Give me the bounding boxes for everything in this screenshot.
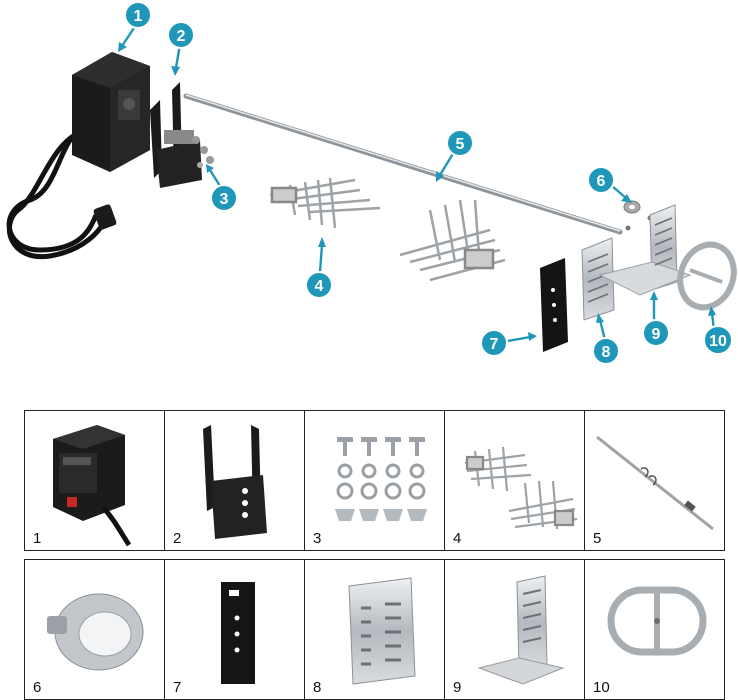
callout-3: 3	[210, 184, 238, 212]
part-label: 2	[173, 530, 182, 547]
svg-text:8: 8	[602, 344, 611, 361]
meat-forks	[269, 177, 506, 282]
part-label: 10	[593, 679, 610, 696]
part-cell-8: 8	[304, 559, 445, 700]
parts-grid: 1 2 3	[24, 410, 725, 700]
rod-support-icon	[477, 575, 565, 685]
motor	[72, 52, 150, 172]
part-cell-9: 9	[444, 559, 585, 700]
callout-8: 8	[592, 337, 620, 365]
rotisserie-handle	[677, 241, 737, 311]
part-label: 5	[593, 530, 602, 547]
svg-text:7: 7	[490, 336, 499, 353]
rod-support	[598, 204, 692, 296]
motor-bracket	[150, 82, 202, 188]
part-cell-4: 4	[444, 410, 585, 551]
part-label: 9	[453, 679, 462, 696]
part-cell-5: 5	[584, 410, 725, 551]
screws-nuts	[192, 136, 214, 168]
callout-6: 6	[587, 166, 615, 194]
part-label: 7	[173, 679, 182, 696]
svg-text:10: 10	[709, 333, 727, 350]
bushing-plate-icon	[348, 577, 416, 685]
motor-icon	[53, 425, 132, 547]
svg-text:2: 2	[177, 28, 186, 45]
callout-7: 7	[480, 329, 508, 357]
forks-icon	[464, 446, 578, 530]
part-label: 3	[313, 530, 322, 547]
svg-text:1: 1	[134, 8, 143, 25]
callout-2: 2	[167, 21, 195, 49]
part-cell-3: 3	[304, 410, 445, 551]
collar	[623, 200, 663, 241]
svg-text:5: 5	[456, 136, 465, 153]
part-label: 1	[33, 530, 42, 547]
svg-text:9: 9	[652, 326, 661, 343]
spit-rod	[183, 93, 623, 235]
collar-icon	[47, 593, 144, 671]
callout-4: 4	[305, 271, 333, 299]
callout-arrows	[118, 27, 716, 343]
part-cell-1: 1	[24, 410, 165, 551]
bushing-plate	[581, 237, 615, 321]
svg-text:4: 4	[315, 278, 324, 295]
part-label: 6	[33, 679, 42, 696]
screws-nuts-icon	[335, 437, 427, 521]
black-plate	[540, 258, 568, 352]
part-label: 8	[313, 679, 322, 696]
handle-icon	[607, 586, 707, 656]
callout-10: 10	[703, 325, 733, 355]
callout-5: 5	[446, 129, 474, 157]
part-cell-7: 7	[164, 559, 305, 700]
part-cell-2: 2	[164, 410, 305, 551]
exploded-diagram: 1 2 3 4 5 6 7 8 9 10	[6, 1, 737, 365]
black-plate-icon	[221, 582, 255, 684]
part-cell-6: 6	[24, 559, 165, 700]
callout-1: 1	[124, 1, 152, 29]
spit-rod-icon	[596, 435, 714, 531]
motor-bracket-icon	[203, 425, 267, 539]
svg-text:3: 3	[220, 191, 229, 208]
callout-9: 9	[642, 319, 670, 347]
part-label: 4	[453, 530, 462, 547]
power-cord	[6, 127, 117, 260]
part-cell-10: 10	[584, 559, 725, 700]
svg-text:6: 6	[597, 173, 606, 190]
